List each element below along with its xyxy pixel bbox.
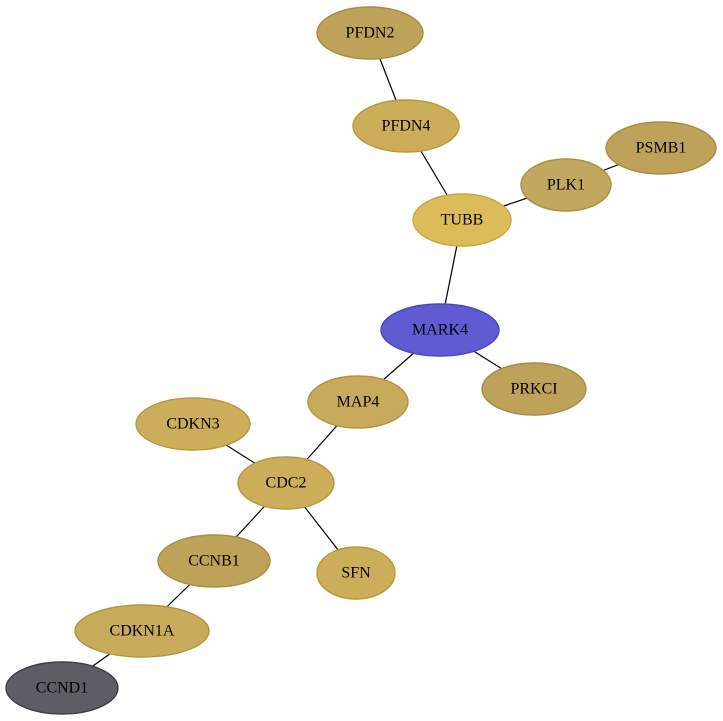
node-ellipse-ccnb1[interactable]	[157, 534, 271, 588]
node-map4[interactable]: MAP4	[307, 375, 409, 429]
node-cdkn3[interactable]: CDKN3	[135, 397, 251, 451]
node-mark4[interactable]: MARK4	[380, 303, 500, 357]
node-ccnd1[interactable]: CCND1	[5, 661, 119, 715]
node-psmb1[interactable]: PSMB1	[605, 121, 717, 175]
node-ellipse-cdkn1a[interactable]	[74, 604, 210, 658]
node-ellipse-pfdn4[interactable]	[352, 99, 460, 153]
node-ellipse-pfdn2[interactable]	[316, 6, 424, 60]
node-ellipse-tubb[interactable]	[412, 193, 512, 247]
node-ellipse-ccnd1[interactable]	[5, 661, 119, 715]
node-sfn[interactable]: SFN	[316, 546, 396, 600]
node-ccnb1[interactable]: CCNB1	[157, 534, 271, 588]
node-ellipse-mark4[interactable]	[380, 303, 500, 357]
node-prkci[interactable]: PRKCI	[481, 362, 587, 416]
node-tubb[interactable]: TUBB	[412, 193, 512, 247]
node-ellipse-prkci[interactable]	[481, 362, 587, 416]
node-ellipse-cdc2[interactable]	[237, 456, 335, 510]
node-ellipse-plk1[interactable]	[520, 158, 612, 212]
node-ellipse-psmb1[interactable]	[605, 121, 717, 175]
node-ellipse-cdkn3[interactable]	[135, 397, 251, 451]
node-pfdn4[interactable]: PFDN4	[352, 99, 460, 153]
nodes-layer: PFDN2PFDN4PSMB1PLK1TUBBMARK4PRKCIMAP4CDK…	[5, 6, 717, 715]
node-ellipse-map4[interactable]	[307, 375, 409, 429]
node-cdc2[interactable]: CDC2	[237, 456, 335, 510]
node-ellipse-sfn[interactable]	[316, 546, 396, 600]
node-pfdn2[interactable]: PFDN2	[316, 6, 424, 60]
node-cdkn1a[interactable]: CDKN1A	[74, 604, 210, 658]
node-plk1[interactable]: PLK1	[520, 158, 612, 212]
